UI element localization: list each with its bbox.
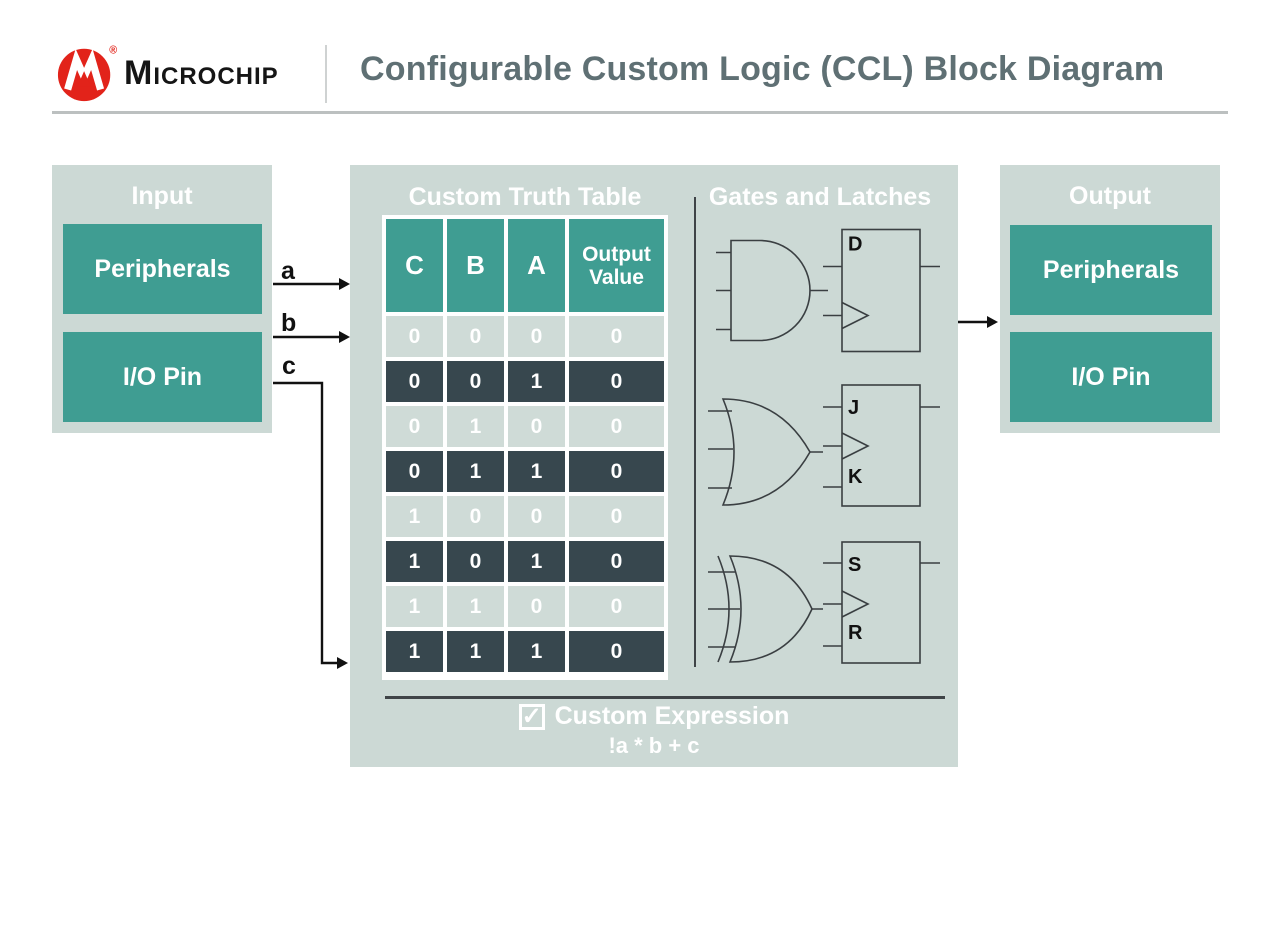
truth-table-col-a: A xyxy=(508,219,565,312)
section-divider xyxy=(694,197,696,667)
truth-table-cell: 0 xyxy=(508,586,565,627)
brand-name: Microchip xyxy=(124,54,279,92)
truth-table-cell: 1 xyxy=(447,451,504,492)
d-flipflop-box xyxy=(841,228,921,353)
signal-label-c: c xyxy=(282,352,296,380)
output-panel-title: Output xyxy=(1069,182,1151,210)
truth-table-cell: 1 xyxy=(386,631,443,672)
arrow-c xyxy=(273,381,337,665)
header-divider xyxy=(325,45,327,103)
truth-table-cell: 0 xyxy=(386,316,443,357)
truth-table-cell: 1 xyxy=(508,631,565,672)
truth-table-cell: 0 xyxy=(447,316,504,357)
input-io-pin-box: I/O Pin xyxy=(63,332,262,422)
truth-table-cell: 1 xyxy=(508,361,565,402)
and-d-flipflop: D xyxy=(700,220,950,365)
truth-table-cell: 0 xyxy=(386,361,443,402)
and-gate-icon xyxy=(730,239,811,342)
xor-sr-latch: S R xyxy=(700,532,950,677)
input-peripherals-box: Peripherals xyxy=(63,224,262,314)
truth-table-cell: 1 xyxy=(386,586,443,627)
truth-table-cell: 1 xyxy=(386,541,443,582)
truth-table-cell: 0 xyxy=(447,541,504,582)
truth-table-cell: 0 xyxy=(569,496,664,537)
output-panel: Output Peripherals I/O Pin xyxy=(1000,165,1220,433)
truth-table-cell: 0 xyxy=(569,541,664,582)
truth-table-cell: 0 xyxy=(447,361,504,402)
truth-table-header-row: C B A Output Value xyxy=(386,219,664,312)
or-jk-flipflop: J K xyxy=(700,375,950,520)
truth-table-col-b: B xyxy=(447,219,504,312)
microchip-logo-icon: ® xyxy=(57,45,117,102)
truth-table-cell: 0 xyxy=(569,631,664,672)
truth-table-cell: 0 xyxy=(569,406,664,447)
j-flipflop-label: J xyxy=(848,397,859,419)
input-panel-title: Input xyxy=(131,182,193,210)
custom-expression-label: Custom Expression xyxy=(554,702,790,730)
xor-gate-icon xyxy=(728,555,813,663)
truth-table-title: Custom Truth Table xyxy=(408,183,642,211)
truth-table-cell: 0 xyxy=(508,406,565,447)
input-panel: Input Peripherals I/O Pin xyxy=(52,165,272,433)
truth-table-cell: 0 xyxy=(386,451,443,492)
truth-table-cell: 0 xyxy=(508,316,565,357)
d-flipflop-label: D xyxy=(848,234,862,256)
output-io-pin-box: I/O Pin xyxy=(1010,332,1212,422)
custom-expression-checkbox[interactable]: ✓ xyxy=(518,703,545,730)
truth-table-cell: 0 xyxy=(447,496,504,537)
truth-table-cell: 0 xyxy=(508,496,565,537)
truth-table-cell: 0 xyxy=(569,586,664,627)
signal-label-a: a xyxy=(281,257,295,285)
truth-table-cell: 1 xyxy=(508,451,565,492)
truth-table-cell: 1 xyxy=(386,496,443,537)
truth-table-cell: 0 xyxy=(569,361,664,402)
header-rule xyxy=(52,111,1228,114)
truth-table-col-c: C xyxy=(386,219,443,312)
gates-section-title: Gates and Latches xyxy=(708,183,932,211)
sr-latch-box xyxy=(841,541,921,664)
truth-table-cell: 0 xyxy=(569,316,664,357)
microchip-logo: ® Microchip xyxy=(56,42,279,104)
truth-table-cell: 1 xyxy=(447,586,504,627)
s-latch-label: S xyxy=(848,554,861,576)
truth-table-cell: 1 xyxy=(447,406,504,447)
r-latch-label: R xyxy=(848,622,863,644)
truth-table-cell: 1 xyxy=(508,541,565,582)
expression-separator xyxy=(385,696,945,699)
custom-expression-value: !a * b + c xyxy=(608,733,700,758)
truth-table-cell: 0 xyxy=(386,406,443,447)
or-gate-icon xyxy=(721,398,811,506)
page-title: Configurable Custom Logic (CCL) Block Di… xyxy=(360,50,1165,88)
registered-mark: ® xyxy=(109,45,117,57)
k-flipflop-label: K xyxy=(848,466,863,488)
truth-table-col-output: Output Value xyxy=(569,219,664,312)
truth-table-cell: 1 xyxy=(447,631,504,672)
signal-label-b: b xyxy=(281,309,297,337)
output-peripherals-box: Peripherals xyxy=(1010,225,1212,315)
truth-table-cell: 0 xyxy=(569,451,664,492)
